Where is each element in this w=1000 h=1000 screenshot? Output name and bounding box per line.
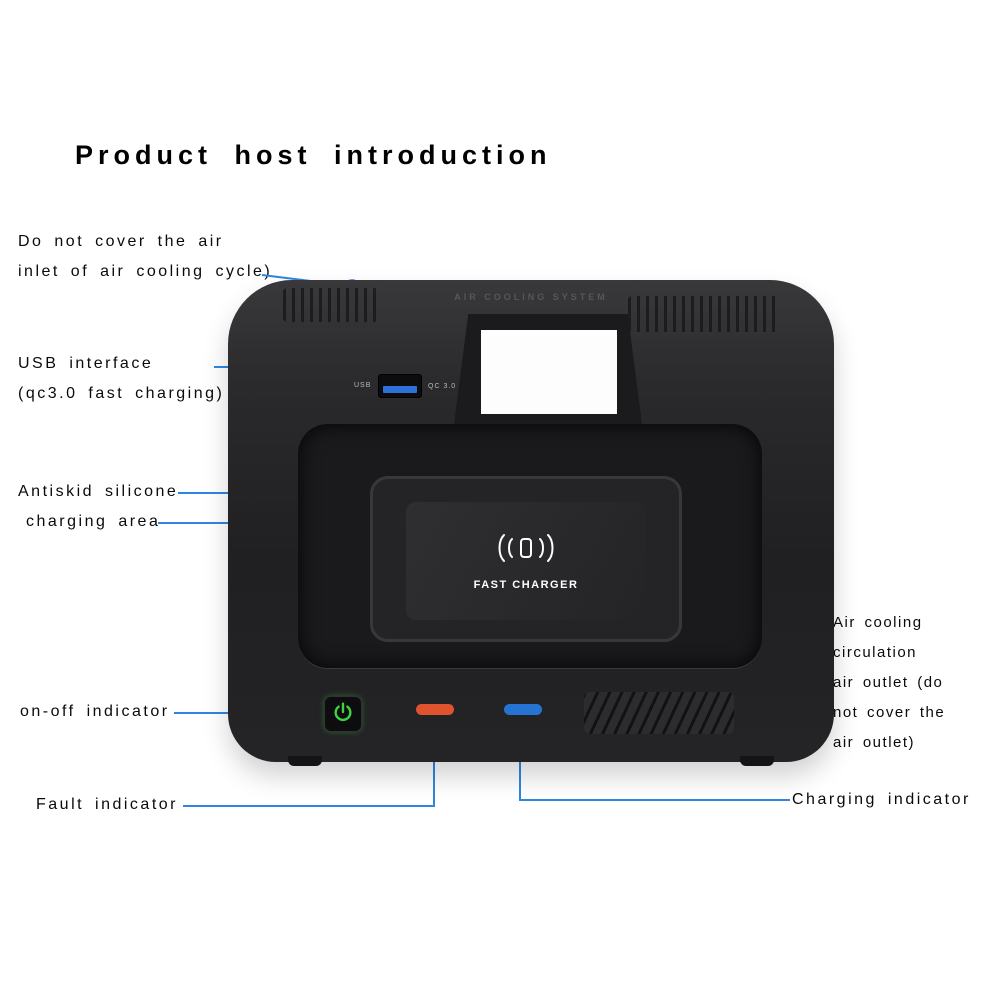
air-outlet-label-line3: air outlet (do (833, 674, 944, 691)
bottom-tab-right (740, 756, 774, 766)
fault-callout-line-h (183, 805, 435, 807)
air-outlet-label-line2: circulation (833, 644, 918, 661)
bottom-tab-left (288, 756, 322, 766)
air-inlet-vents-right (628, 296, 778, 332)
usb-port-pin (383, 386, 417, 393)
air-outlet-label: Air cooling circulation air outlet (do n… (833, 608, 945, 758)
air-outlet-label-line1: Air cooling (833, 614, 923, 631)
antiskid-label-line1: Antiskid silicone (18, 483, 179, 500)
usb-port-label: USB (354, 382, 372, 389)
power-button (324, 696, 362, 732)
air-outlet-label-line4: not cover the (833, 704, 946, 721)
usb-label-line2: (qc3.0 fast charging) (18, 385, 225, 402)
charging-indicator-led (504, 704, 542, 715)
charging-callout-line-h (520, 799, 790, 801)
usb-port (378, 374, 422, 398)
air-cooling-system-text: AIR COOLING SYSTEM (454, 292, 608, 302)
page-title: Product host introduction (75, 140, 552, 170)
fault-label: Fault indicator (36, 796, 178, 813)
antiskid-label-line2: charging area (26, 513, 161, 530)
charging-label: Charging indicator (792, 791, 971, 808)
air-outlet-label-line5: air outlet) (833, 734, 916, 751)
onoff-label: on-off indicator (20, 703, 170, 720)
qc-label: QC 3.0 (428, 383, 457, 390)
wireless-charging-icon (494, 531, 558, 570)
fault-indicator-led (416, 704, 454, 715)
fast-charger-label: FAST CHARGER (473, 579, 579, 591)
phone-stand-slot (481, 330, 617, 414)
air-inlet-label-line2: inlet of air cooling cycle) (18, 263, 273, 280)
air-inlet-label-line1: Do not cover the air (18, 233, 224, 250)
air-inlet-vents-left (283, 288, 378, 322)
air-outlet-vents (584, 692, 734, 734)
power-icon (332, 701, 354, 728)
wireless-charger-device: AIR COOLING SYSTEM USB QC 3.0 (228, 280, 834, 766)
usb-label-line1: USB interface (18, 355, 154, 372)
fault-callout-line-v (433, 733, 435, 807)
fast-charger-area: FAST CHARGER (406, 502, 646, 620)
charging-callout-line-v (519, 738, 521, 801)
